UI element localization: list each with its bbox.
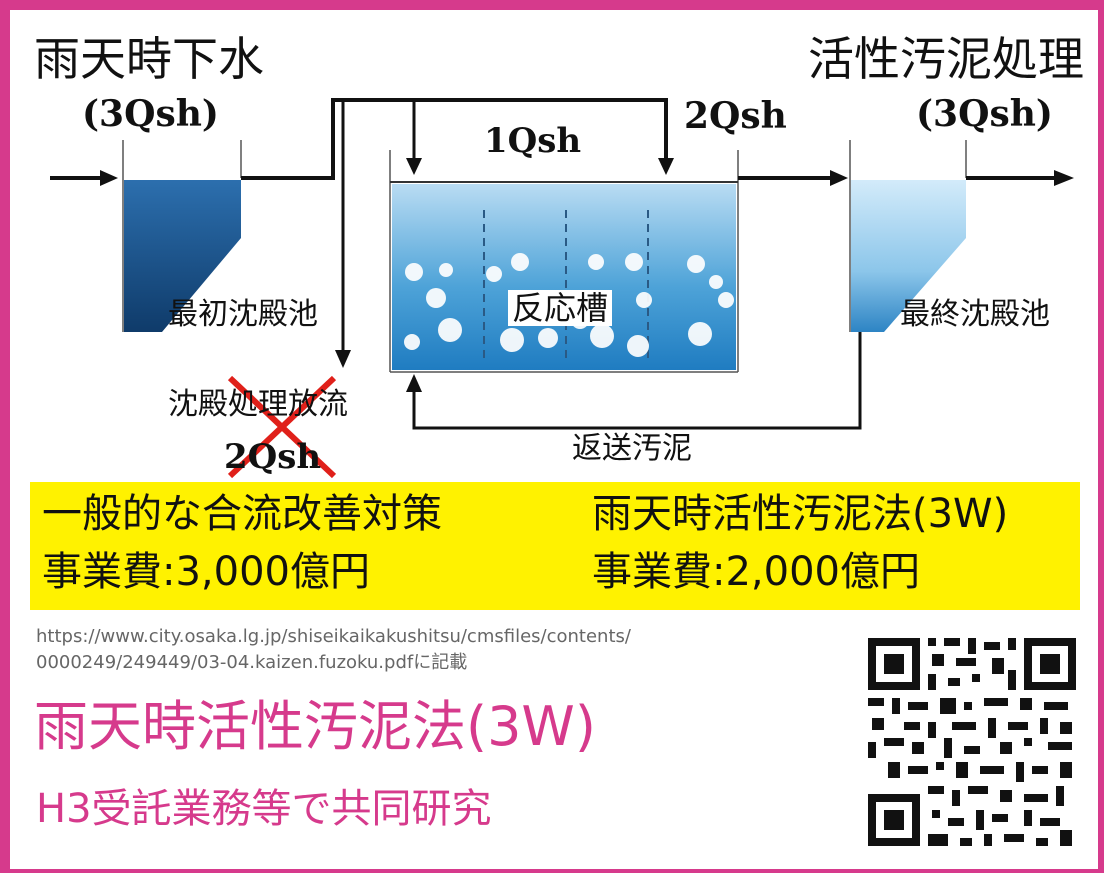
settled-discharge-label: 沈殿処理放流 [168, 387, 348, 422]
activated-sludge-flow: (3Qsh) [916, 93, 1053, 135]
3w-method-title: 雨天時活性汚泥法(3W) [592, 491, 1009, 537]
primary-tank-label: 最初沈殿池 [168, 297, 318, 332]
reactor-tank [389, 150, 739, 373]
reference-url[interactable]: https://www.city.osaka.lg.jp/shiseikaika… [36, 624, 836, 676]
bypass-line [331, 98, 674, 368]
rain-sewage-flow: (3Qsh) [82, 93, 219, 135]
footer-subtitle: H3受託業務等で共同研究 [36, 786, 492, 832]
final-settling-tank [849, 140, 967, 332]
return-sludge-label: 返送汚泥 [572, 431, 692, 466]
3w-method-cost: 事業費:2,000億円 [592, 549, 920, 595]
final-tank-label: 最終沈殿池 [900, 297, 1050, 332]
reference-url-line1: https://www.city.osaka.lg.jp/shiseikaika… [36, 626, 631, 647]
primary-settling-tank [122, 140, 242, 332]
reactor-inflow-label: 1Qsh [484, 121, 582, 161]
rain-sewage-title: 雨天時下水 [34, 32, 264, 86]
conventional-method-title: 一般的な合流改善対策 [42, 491, 442, 537]
reactor-outflow-arrow [738, 170, 848, 186]
comparison-banner: 一般的な合流改善対策 事業費:3,000億円 雨天時活性汚泥法(3W) 事業費:… [30, 482, 1080, 610]
footer-title: 雨天時活性汚泥法(3W) [34, 695, 596, 758]
discharge-cross-mark [227, 375, 337, 479]
reactor-tank-label: 反応槽 [508, 290, 613, 326]
reference-url-line2: 0000249/249449/03-04.kaizen.fuzoku.pdfに記… [36, 652, 468, 674]
qr-code-icon[interactable] [862, 632, 1082, 852]
return-sludge-line [406, 332, 862, 430]
conventional-method-cost: 事業費:3,000億円 [42, 549, 370, 595]
inflow-arrow [50, 170, 118, 186]
activated-sludge-title: 活性汚泥処理 [808, 32, 1084, 86]
final-outflow-arrow [966, 170, 1074, 186]
bypass-flow-label: 2Qsh [684, 95, 787, 137]
settled-discharge-flow: 2Qsh [224, 437, 322, 477]
